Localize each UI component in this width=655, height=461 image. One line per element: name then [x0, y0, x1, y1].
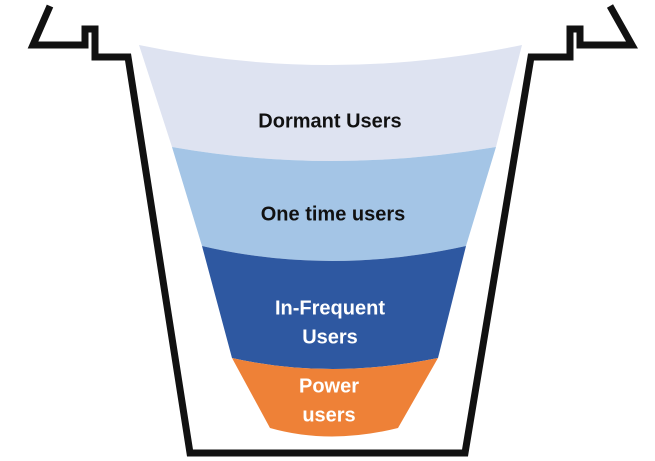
funnel-band-infrequent — [202, 246, 466, 369]
bucket-outline — [27, 4, 638, 457]
label-dormant-users: Dormant Users — [258, 110, 401, 132]
label-in-frequent: In-Frequent — [275, 297, 385, 319]
label-in-frequent-users: Users — [302, 326, 358, 348]
funnel-band-power — [232, 358, 438, 437]
label-one-time-users: One time users — [261, 203, 406, 225]
label-power-users: users — [302, 404, 355, 426]
label-power: Power — [299, 375, 359, 397]
funnel-band-one-time — [172, 147, 496, 261]
funnel-band-dormant — [139, 45, 522, 161]
